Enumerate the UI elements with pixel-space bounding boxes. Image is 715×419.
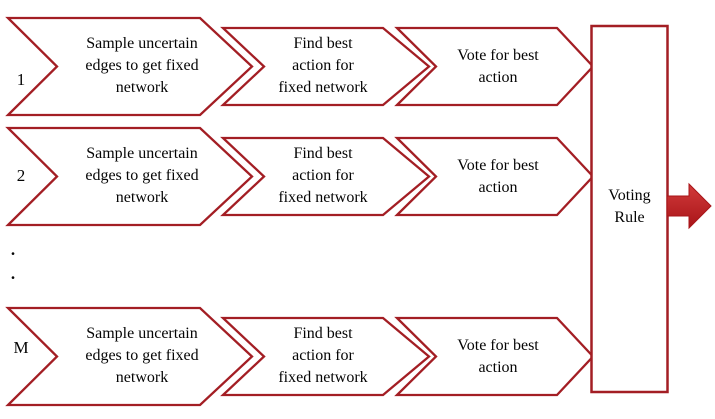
- row1-index-label: 1: [16, 70, 26, 89]
- rowM-find-chevron: [220, 316, 431, 397]
- row1-vote-chevron: [394, 26, 595, 107]
- row2-index-label: 2: [16, 166, 26, 185]
- rowM-index-label: M: [13, 338, 29, 357]
- row2-vote-chevron: [394, 136, 595, 217]
- output-arrow-icon: [666, 182, 712, 230]
- ellipsis-dot: .: [10, 240, 16, 259]
- row1-sample-chevron: [5, 16, 254, 117]
- voting-rule-box: [590, 24, 669, 394]
- rows-ellipsis: . .: [6, 238, 20, 286]
- rowM-vote-chevron: [394, 316, 595, 397]
- row2-sample-chevron: [5, 126, 254, 227]
- row2-find-chevron: [220, 136, 431, 217]
- row1-find-chevron: [220, 26, 431, 107]
- rowM-sample-chevron: [5, 306, 254, 407]
- ellipsis-dot: .: [10, 264, 16, 283]
